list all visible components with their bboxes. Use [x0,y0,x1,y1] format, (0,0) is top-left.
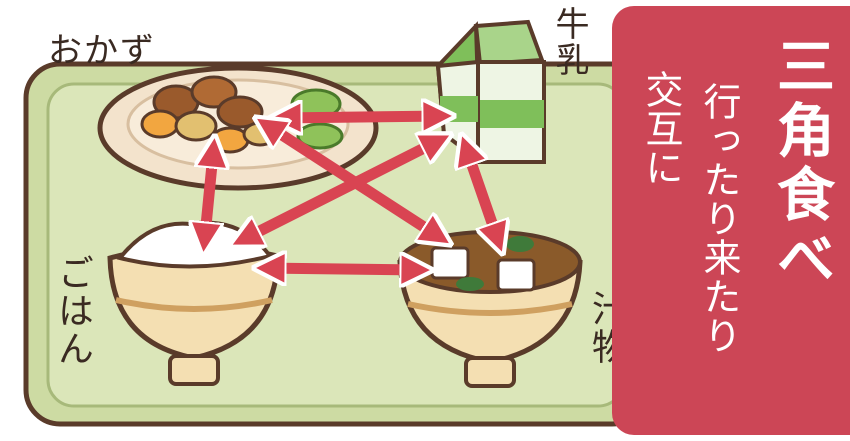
banner [612,6,850,435]
arrow-milk-rice [238,138,444,242]
arrows [204,116,500,270]
arrow-okazu-milk [278,116,446,118]
arrow-rice-soup [262,268,424,270]
milk-carton [435,19,546,165]
arrow-okazu-rice [204,144,214,246]
label-okazu: おかず [48,31,156,71]
label-milk: 牛乳 [549,6,589,78]
banner-subtitle-1: 行ったり来たり [697,82,741,355]
label-rice: ごはん [52,254,93,368]
arrow-milk-soup [464,142,500,246]
banner-subtitle-2: 交互に [639,70,683,187]
banner-title: 三角食べ [767,36,835,292]
